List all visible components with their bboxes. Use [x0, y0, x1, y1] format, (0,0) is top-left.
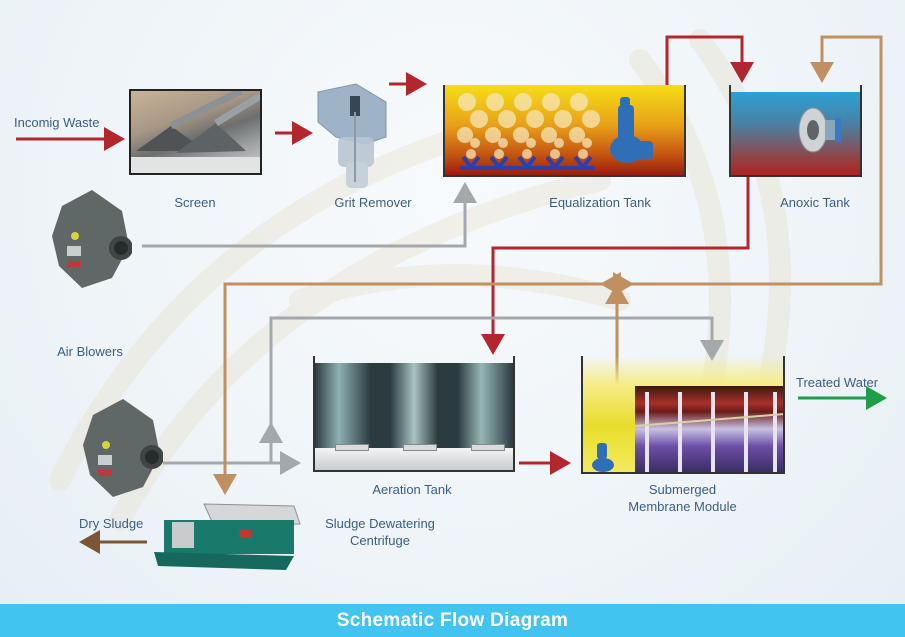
- equalization-tank: [443, 85, 686, 177]
- flow-anoxic-to-aeration: [481, 177, 750, 355]
- screen-image: [129, 87, 262, 175]
- aeration-tank-label: Aeration Tank: [372, 482, 452, 497]
- mixer-icon: [798, 107, 841, 153]
- air-blower-1-image: [47, 186, 133, 294]
- treated-water-label: Treated Water: [796, 375, 879, 390]
- diagram-title-bar: Schematic Flow Diagram: [0, 604, 905, 637]
- membrane-label-line2: Membrane Module: [628, 499, 737, 514]
- submersible-pump-icon: [610, 97, 653, 163]
- equalization-tank-label: Equalization Tank: [549, 195, 651, 210]
- centrifuge-label-line1: Sludge Dewatering: [325, 516, 435, 531]
- membrane-module-image: [634, 386, 783, 472]
- grit-remover-label: Grit Remover: [334, 195, 412, 210]
- diffuser: [403, 444, 437, 451]
- membrane-pump-icon: [592, 443, 614, 472]
- membrane-module-label: Submerged Membrane Module: [610, 481, 755, 515]
- aeration-tank: [313, 356, 515, 472]
- diagram-title: Schematic Flow Diagram: [336, 610, 569, 631]
- membrane-label-line1: Submerged: [648, 482, 717, 497]
- recycle-to-anoxic: [223, 35, 883, 493]
- incoming-waste-label: Incomig Waste: [14, 115, 100, 130]
- screen-label: Screen: [174, 195, 216, 210]
- dry-sludge-label: Dry Sludge: [79, 516, 144, 531]
- air-to-equalization: [142, 182, 477, 248]
- air-blowers-label: Air Blowers: [57, 344, 123, 359]
- bubble-diffusers: [457, 93, 653, 171]
- diffuser: [471, 444, 505, 451]
- anoxic-tank: [729, 85, 862, 177]
- diffuser: [335, 444, 369, 451]
- membrane-tank: [581, 356, 785, 474]
- air-to-membrane: [269, 316, 724, 463]
- anoxic-tank-label: Anoxic Tank: [780, 195, 850, 210]
- air-blower-2-image: [78, 395, 164, 503]
- centrifuge-image: [154, 500, 304, 572]
- grit-remover-image: [316, 82, 390, 190]
- flow-equalization-to-anoxic: [665, 35, 754, 124]
- centrifuge-label: Sludge Dewatering Centrifuge: [310, 515, 450, 549]
- centrifuge-label-line2: Centrifuge: [350, 533, 410, 548]
